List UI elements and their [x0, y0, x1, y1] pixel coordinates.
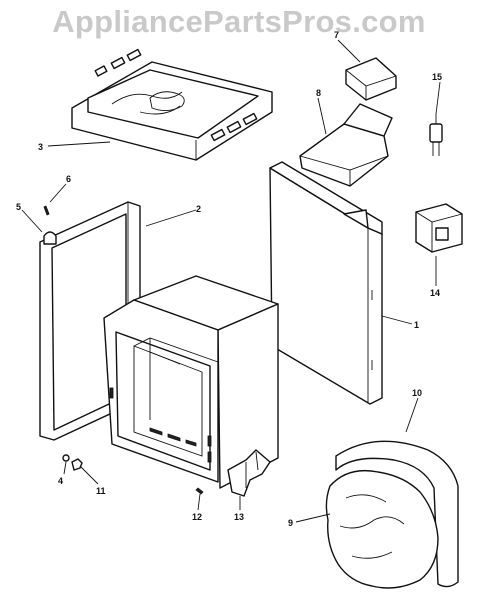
callout-8: 8 — [316, 88, 321, 98]
hinge-bracket — [227, 449, 271, 497]
callout-9: 9 — [288, 518, 293, 528]
clip-and-screw — [43, 205, 57, 245]
callout-10: 10 — [412, 388, 422, 398]
callout-15: 15 — [432, 72, 442, 82]
flue-duct — [299, 103, 393, 187]
top-support-tray — [71, 48, 273, 161]
callout-14: 14 — [430, 288, 440, 298]
box-bracket — [415, 203, 463, 253]
oven-cavity — [103, 275, 279, 489]
callout-13: 13 — [234, 512, 244, 522]
watermark: AppliancePartsPros.com — [52, 4, 426, 39]
callout-2: 2 — [196, 204, 201, 214]
callout-5: 5 — [16, 202, 21, 212]
small-bracket — [345, 57, 397, 101]
right-side-panel — [269, 161, 383, 405]
callout-1: 1 — [414, 320, 419, 330]
insulation-blanket — [325, 469, 439, 589]
connector — [429, 114, 443, 156]
callout-labels: 1 2 3 4 5 6 7 8 9 10 11 12 13 14 15 — [16, 30, 442, 528]
callout-7: 7 — [334, 30, 339, 40]
gasket — [335, 440, 459, 588]
callout-3: 3 — [38, 142, 43, 152]
callout-11: 11 — [96, 486, 106, 496]
screw-12 — [195, 487, 204, 495]
fasteners — [62, 454, 83, 471]
callout-12: 12 — [192, 512, 202, 522]
callout-4: 4 — [58, 476, 63, 486]
callout-6: 6 — [66, 174, 71, 184]
leader-lines — [21, 39, 441, 523]
